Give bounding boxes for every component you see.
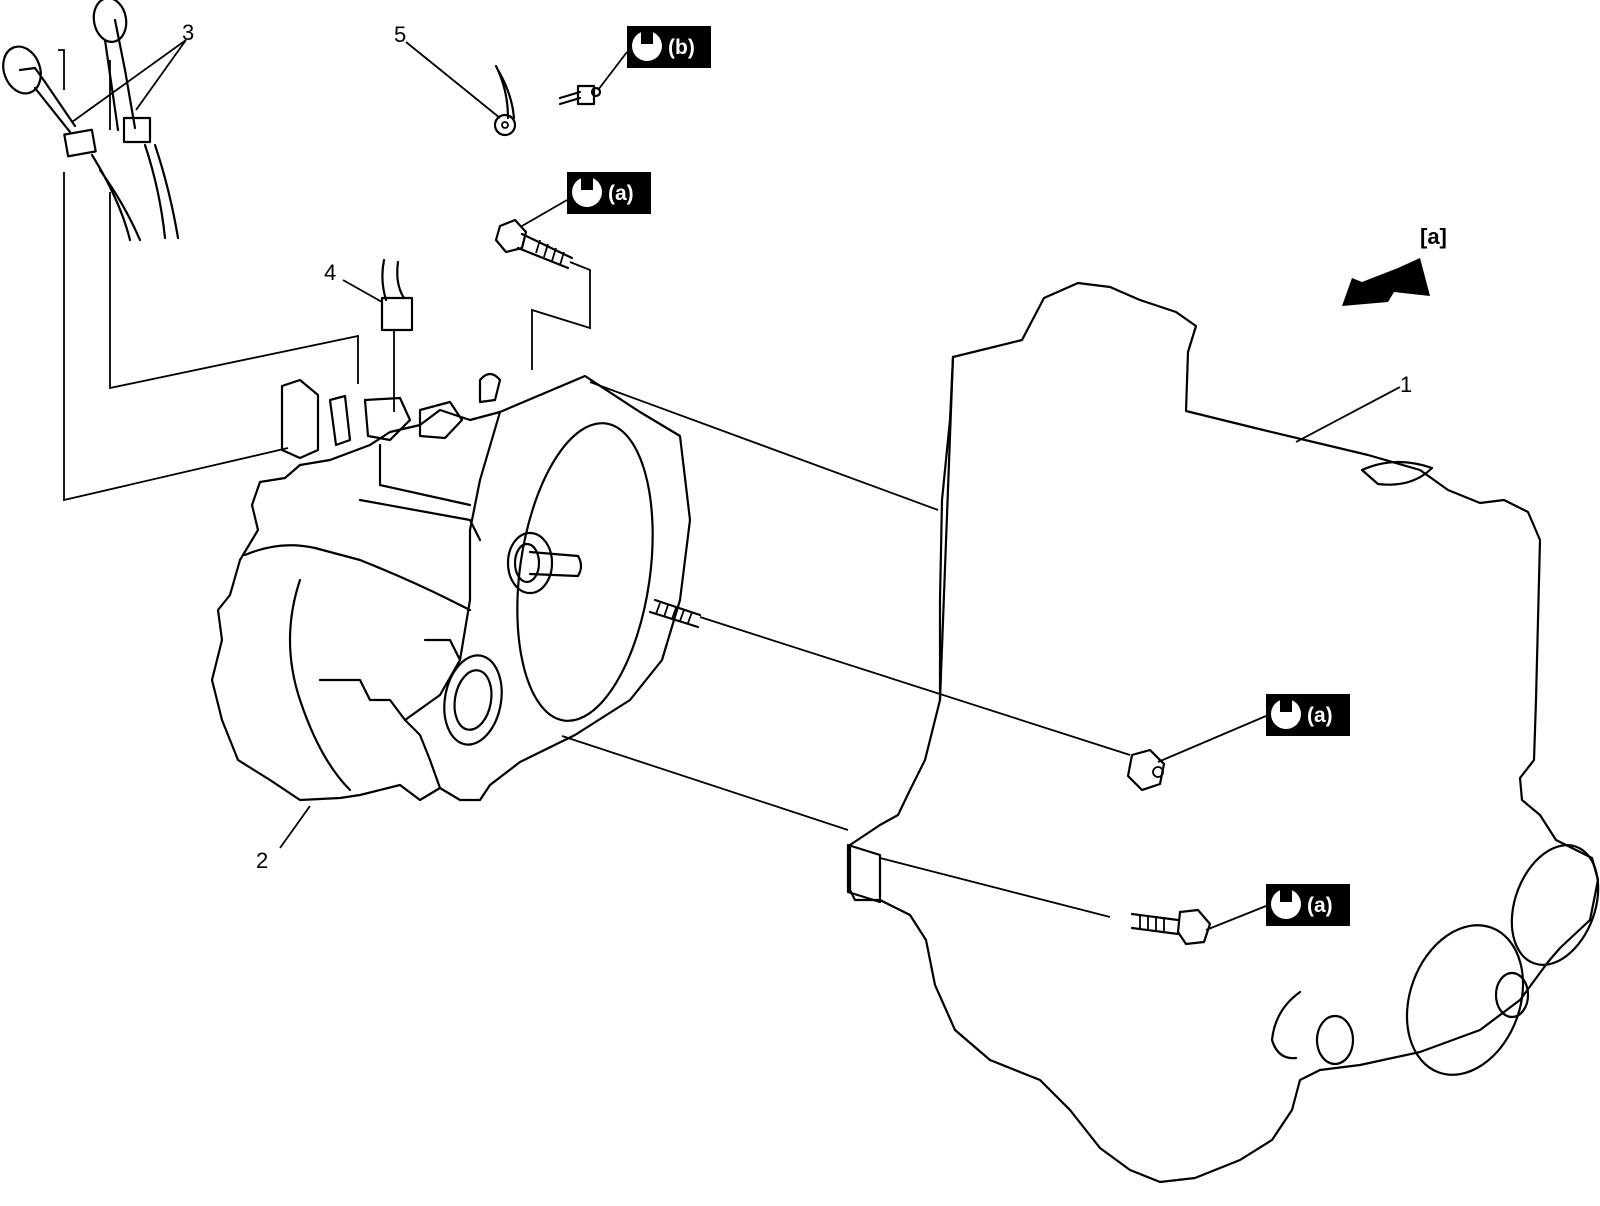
shift-cables: [2, 0, 180, 242]
svg-text:(a): (a): [1307, 704, 1333, 727]
callout-ground-terminal: 5: [394, 22, 501, 119]
svg-text:(a): (a): [608, 182, 634, 205]
callout-connector: 4: [324, 260, 383, 303]
upper-mounting-bolt: [494, 218, 574, 270]
lower-mounting-bolt: [1130, 908, 1212, 946]
wrench-icon: [1271, 698, 1301, 729]
svg-text:5: 5: [394, 22, 406, 47]
transaxle-body: [210, 372, 702, 802]
svg-text:2: 2: [256, 848, 268, 873]
wrench-icon: [632, 30, 662, 61]
torque-tag-lower-bolt: (a): [1205, 884, 1350, 931]
svg-text:3: 3: [182, 20, 194, 45]
view-direction-arrow: [a]: [1342, 224, 1447, 306]
connector: [380, 258, 414, 332]
ground-bolt: [558, 84, 602, 106]
torque-tag-stud-nut: (a): [1157, 694, 1350, 763]
wrench-icon: [572, 176, 602, 207]
svg-text:1: 1: [1400, 372, 1412, 397]
svg-text:(b): (b): [668, 36, 695, 59]
callout-cables: 3: [71, 20, 194, 123]
wrench-icon: [1271, 888, 1301, 919]
stud-nut: [1126, 748, 1166, 792]
engine-outline: [846, 281, 1600, 1184]
svg-text:(a): (a): [1307, 894, 1333, 917]
svg-text:4: 4: [324, 260, 336, 285]
ground-terminal: [493, 64, 517, 137]
callout-engine: 1: [1295, 372, 1412, 443]
callout-transaxle: 2: [256, 805, 311, 873]
torque-tag-ground-bolt: (b): [597, 26, 711, 91]
view-label: [a]: [1420, 224, 1447, 249]
torque-tag-upper-bolt: (a): [521, 172, 651, 227]
